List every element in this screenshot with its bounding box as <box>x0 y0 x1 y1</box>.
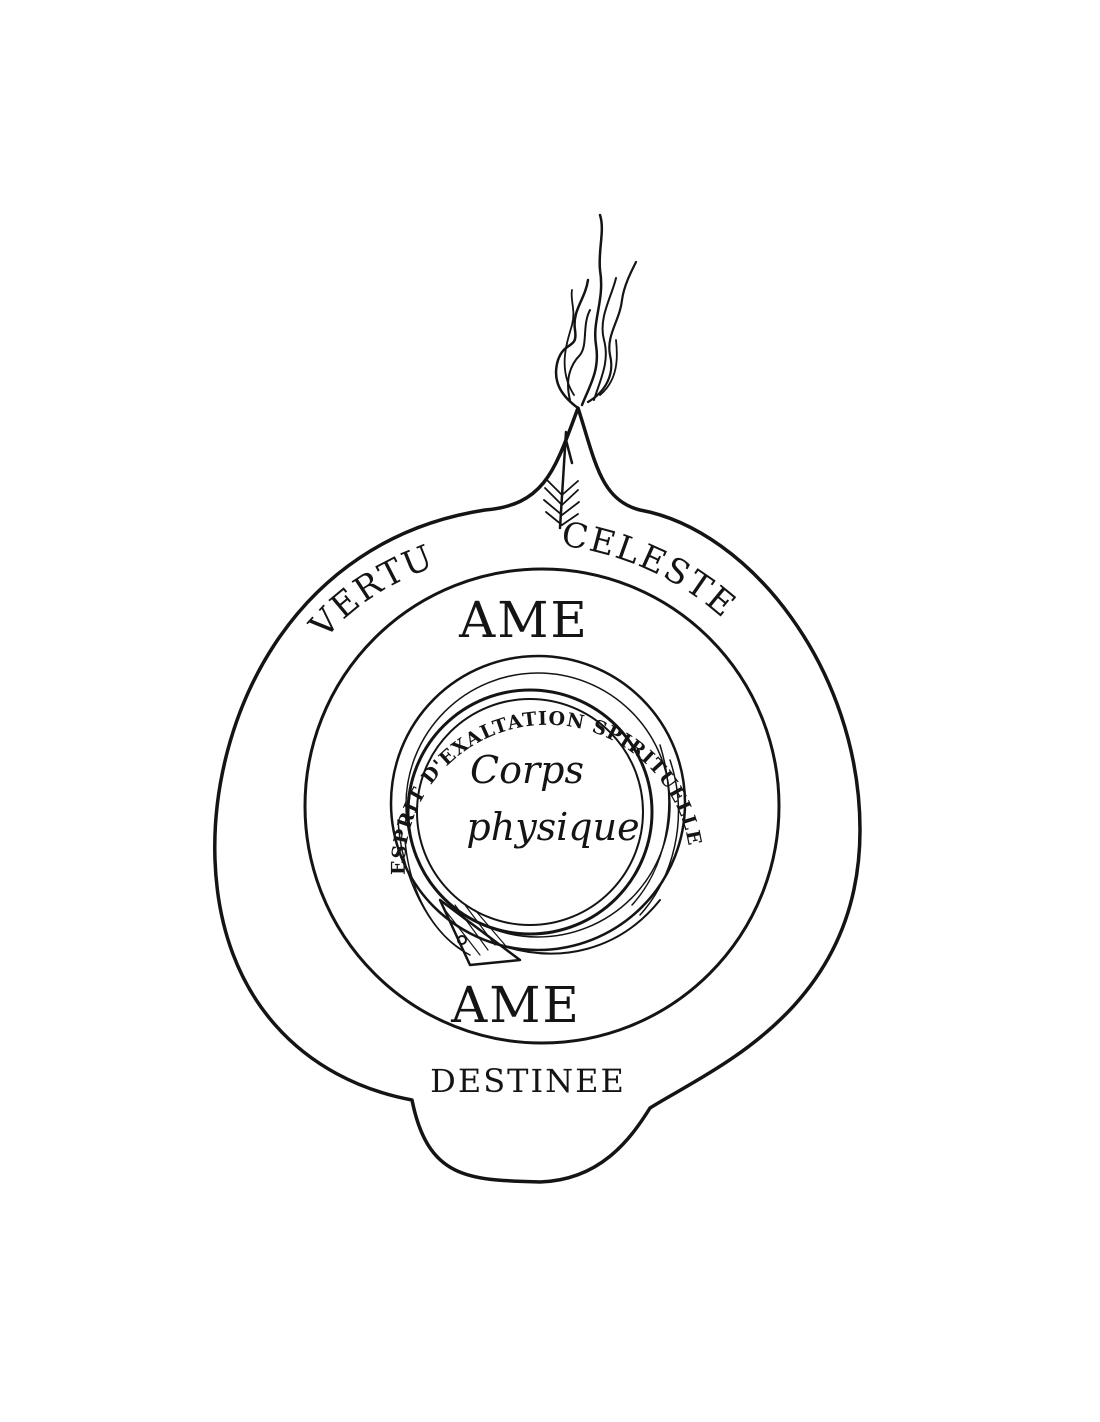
label-ame-top: AME <box>458 591 589 649</box>
label-ame-bottom: AME <box>450 976 581 1034</box>
feathered-arrow-icon <box>543 430 580 530</box>
esprit-ring-inner <box>405 672 671 938</box>
label-corps-line1: Corps <box>470 748 584 792</box>
outer-envelope <box>213 406 862 1184</box>
esprit-ring-outer <box>389 654 687 952</box>
flame-icon <box>554 213 638 410</box>
label-corps-line2: physique <box>466 805 639 849</box>
label-vertu: VERTU <box>301 537 440 647</box>
corps-circle-inner <box>416 698 644 926</box>
label-destinee: DESTINEE <box>430 1062 626 1100</box>
serpent-ring-icon <box>397 744 680 967</box>
ame-circle <box>303 567 781 1045</box>
corps-circle-outer <box>406 688 654 936</box>
